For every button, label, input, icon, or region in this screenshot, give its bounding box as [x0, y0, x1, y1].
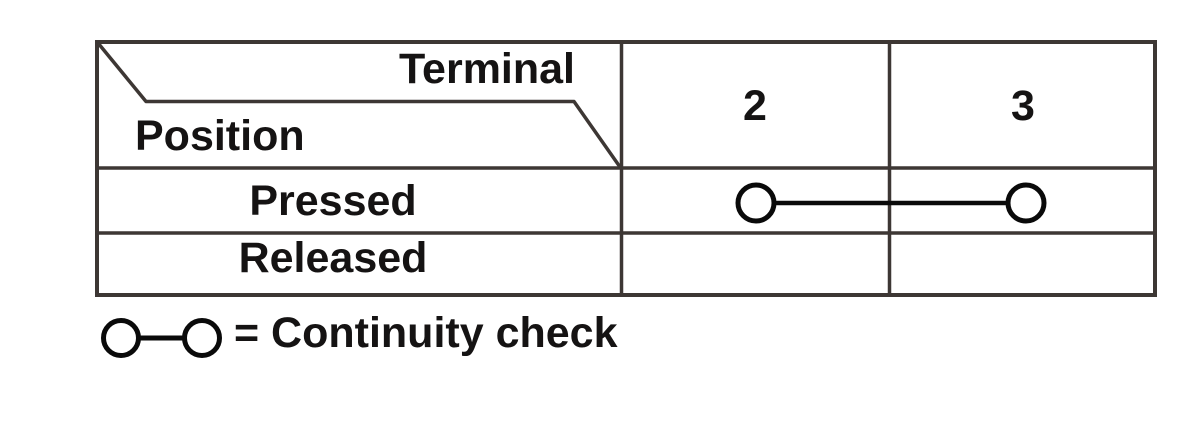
continuity-circle-terminal-3 — [1005, 182, 1047, 224]
position-header-label: Position — [135, 112, 305, 160]
terminal-header-label: Terminal — [398, 45, 575, 93]
continuity-circle-terminal-2 — [735, 182, 777, 224]
legend-circle-right — [182, 318, 222, 358]
legend-circle-left — [101, 318, 141, 358]
row-label-released: Released — [238, 234, 428, 282]
column-header-terminal-3: 3 — [1011, 82, 1035, 130]
column-header-terminal-2: 2 — [743, 82, 767, 130]
continuity-symbol-pressed — [735, 182, 1047, 224]
legend-label: = Continuity check — [234, 309, 618, 357]
row-label-pressed: Pressed — [249, 177, 417, 225]
legend-continuity-symbol-icon — [101, 318, 222, 358]
header-diagonal-split — [96, 41, 622, 169]
